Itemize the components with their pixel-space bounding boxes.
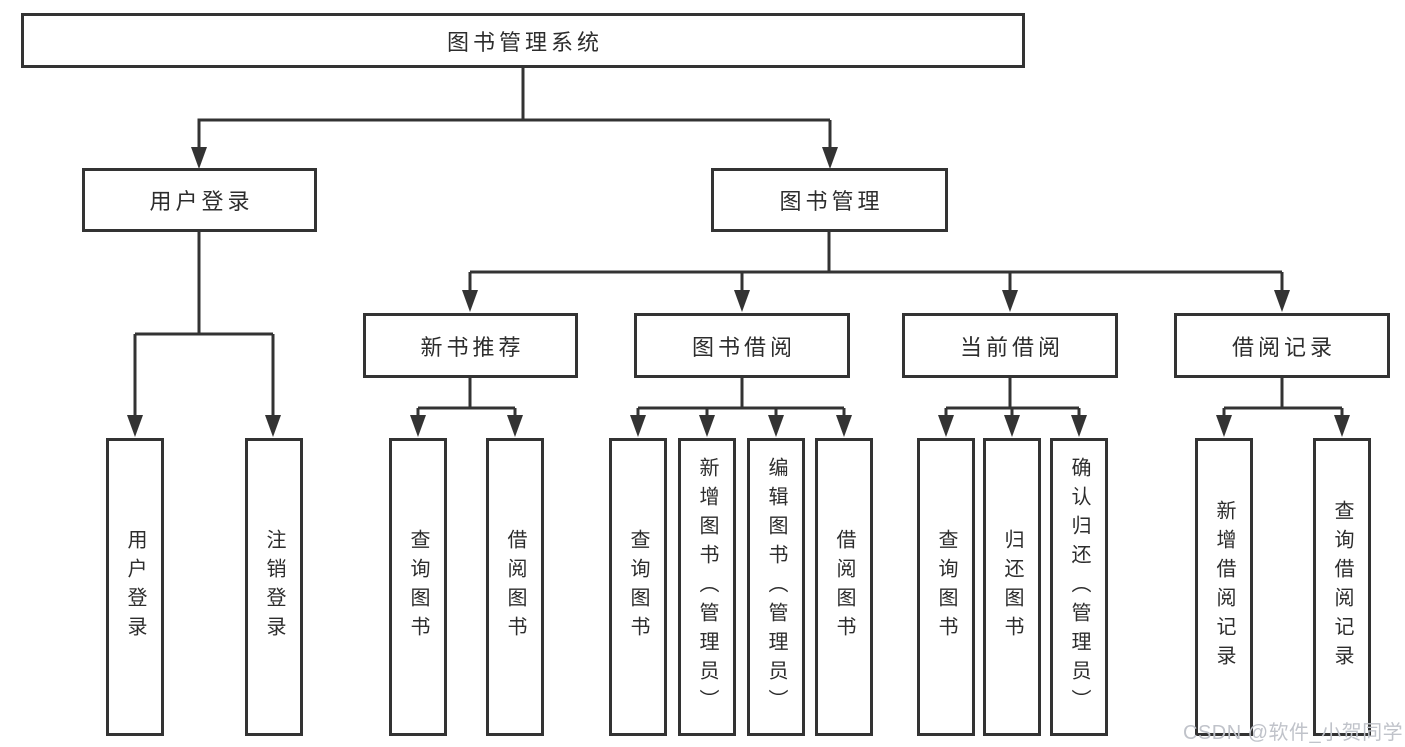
- leaf-query-books-borrow-label: 查询图书: [627, 529, 649, 645]
- leaf-confirm-return-admin: 确认归还（管理员）: [1050, 438, 1108, 736]
- node-user-login-label: 用户登录: [149, 189, 254, 214]
- leaf-query-books-recommend: 查询图书: [389, 438, 447, 736]
- node-borrow-records-label: 借阅记录: [1231, 334, 1336, 360]
- leaf-query-books-current-label: 查询图书: [935, 529, 957, 645]
- arrowheads: [127, 147, 1350, 437]
- leaf-logout: 注销登录: [245, 438, 303, 736]
- node-user-login: 用户登录: [82, 168, 317, 232]
- node-book-management-label: 图书管理: [779, 189, 884, 214]
- leaf-add-book-admin: 新增图书（管理员）: [678, 438, 736, 736]
- node-book-borrow-label: 图书借阅: [691, 334, 796, 360]
- leaf-borrow-books-label: 借阅图书: [833, 529, 855, 645]
- node-book-management: 图书管理: [711, 168, 948, 232]
- node-borrow-records: 借阅记录: [1174, 313, 1390, 378]
- leaf-return-book-label: 归还图书: [1001, 529, 1023, 645]
- leaf-add-book-admin-label: 新增图书（管理员）: [696, 456, 718, 718]
- leaf-return-book: 归还图书: [983, 438, 1041, 736]
- leaf-query-books-current: 查询图书: [917, 438, 975, 736]
- leaf-add-borrow-record-label: 新增借阅记录: [1213, 500, 1235, 674]
- csdn-watermark: CSDN @软件_小贺同学: [1183, 722, 1404, 744]
- node-library-system-label: 图书管理系统: [446, 29, 603, 55]
- leaf-query-borrow-record: 查询借阅记录: [1313, 438, 1371, 736]
- node-new-book-recommend-label: 新书推荐: [420, 334, 525, 360]
- leaf-query-books-borrow: 查询图书: [609, 438, 667, 736]
- leaf-user-login: 用户登录: [106, 438, 164, 736]
- leaf-query-books-recommend-label: 查询图书: [407, 529, 429, 645]
- leaf-query-borrow-record-label: 查询借阅记录: [1331, 500, 1353, 674]
- leaf-add-borrow-record: 新增借阅记录: [1195, 438, 1253, 736]
- node-current-borrow: 当前借阅: [902, 313, 1118, 378]
- leaf-borrow-books-recommend-label: 借阅图书: [504, 529, 526, 645]
- leaf-confirm-return-admin-label: 确认归还（管理员）: [1068, 456, 1090, 718]
- leaf-borrow-books-recommend: 借阅图书: [486, 438, 544, 736]
- node-new-book-recommend: 新书推荐: [363, 313, 578, 378]
- node-book-borrow: 图书借阅: [634, 313, 850, 378]
- leaf-borrow-books: 借阅图书: [815, 438, 873, 736]
- leaf-edit-book-admin: 编辑图书（管理员）: [747, 438, 805, 736]
- leaf-edit-book-admin-label: 编辑图书（管理员）: [765, 456, 787, 718]
- leaf-logout-label: 注销登录: [263, 529, 285, 645]
- node-library-system: 图书管理系统: [21, 13, 1025, 68]
- node-current-borrow-label: 当前借阅: [959, 334, 1064, 360]
- leaf-user-login-label: 用户登录: [124, 529, 146, 645]
